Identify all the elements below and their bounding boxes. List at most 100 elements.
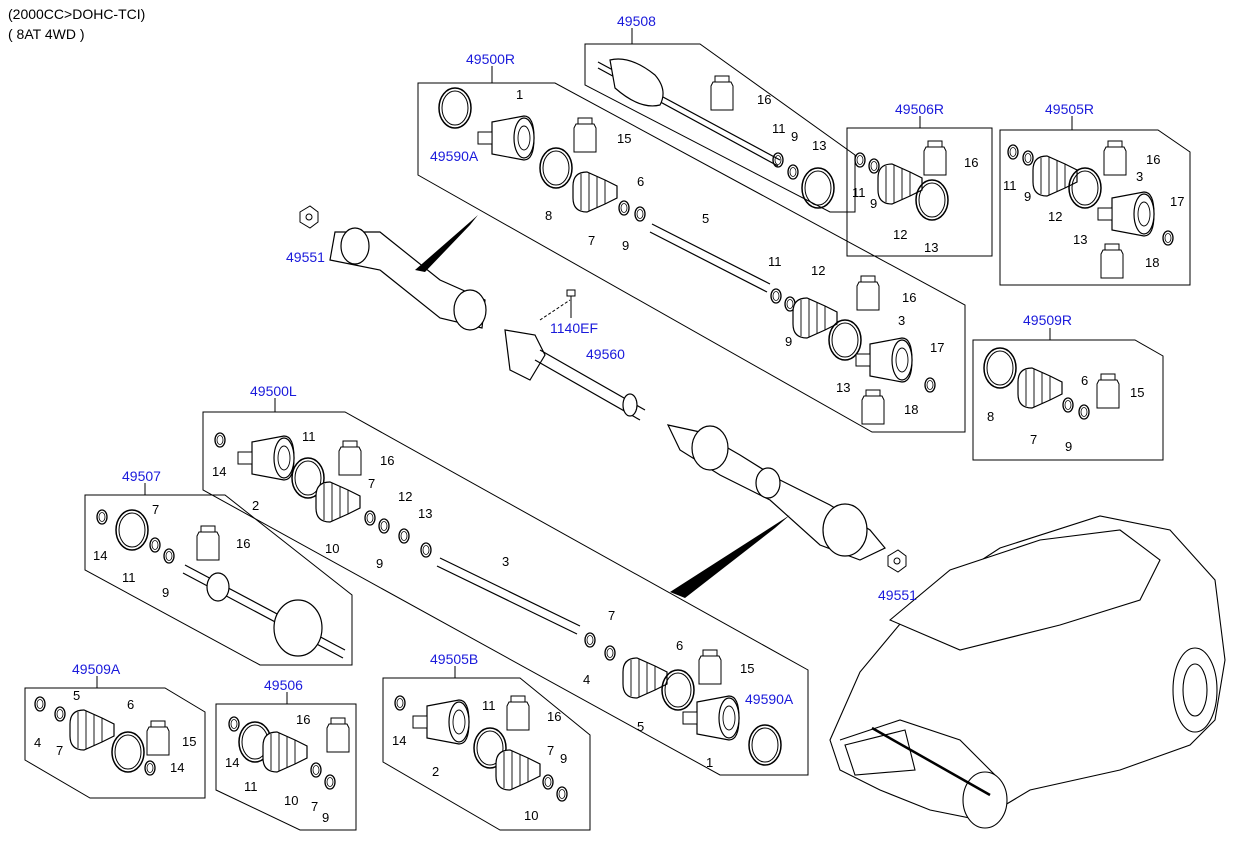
svg-text:12: 12 bbox=[1048, 209, 1062, 224]
svg-text:11: 11 bbox=[482, 698, 496, 713]
code-49500R: 49500R bbox=[466, 51, 515, 67]
parts-49506R bbox=[854, 140, 949, 221]
main-shaft-left bbox=[666, 424, 886, 561]
svg-text:11: 11 bbox=[244, 779, 258, 794]
svg-text:3: 3 bbox=[1136, 169, 1143, 184]
svg-text:10: 10 bbox=[284, 793, 298, 808]
callout-numbers: 16 11 9 13 1 15 8 7 6 9 5 11 12 16 9 3 1… bbox=[34, 87, 1184, 825]
svg-text:9: 9 bbox=[791, 129, 798, 144]
shaft-49507 bbox=[182, 564, 346, 659]
svg-text:11: 11 bbox=[1003, 178, 1017, 193]
parts-49509A bbox=[34, 696, 170, 776]
code-49551-bottom: 49551 bbox=[878, 587, 917, 603]
svg-text:12: 12 bbox=[893, 227, 907, 242]
svg-text:11: 11 bbox=[122, 570, 136, 585]
svg-text:7: 7 bbox=[588, 233, 595, 248]
group-49509R-outline bbox=[972, 328, 1164, 461]
svg-text:9: 9 bbox=[622, 238, 629, 253]
code-49590A-bottom: 49590A bbox=[745, 691, 794, 707]
svg-text:5: 5 bbox=[702, 211, 709, 226]
group-49506-outline bbox=[215, 692, 357, 831]
code-49505B: 49505B bbox=[430, 651, 478, 667]
svg-text:16: 16 bbox=[964, 155, 978, 170]
svg-text:11: 11 bbox=[852, 185, 866, 200]
svg-text:7: 7 bbox=[608, 608, 615, 623]
svg-text:1: 1 bbox=[516, 87, 523, 102]
svg-text:4: 4 bbox=[583, 672, 590, 687]
svg-text:13: 13 bbox=[418, 506, 432, 521]
svg-text:7: 7 bbox=[311, 799, 318, 814]
parts-49509R bbox=[983, 347, 1120, 420]
code-49505R: 49505R bbox=[1045, 101, 1094, 117]
svg-text:6: 6 bbox=[1081, 373, 1088, 388]
bolt-1140EF bbox=[566, 289, 576, 318]
svg-text:10: 10 bbox=[325, 541, 339, 556]
svg-text:2: 2 bbox=[252, 498, 259, 513]
svg-text:13: 13 bbox=[836, 380, 850, 395]
transmission-spec-line: ( 8AT 4WD ) bbox=[8, 26, 85, 42]
leader-wedge-lower bbox=[670, 515, 790, 598]
svg-text:10: 10 bbox=[524, 808, 538, 823]
svg-text:6: 6 bbox=[127, 697, 134, 712]
svg-text:9: 9 bbox=[1024, 189, 1031, 204]
code-49508: 49508 bbox=[617, 13, 656, 29]
code-1140EF: 1140EF bbox=[550, 320, 598, 336]
svg-text:15: 15 bbox=[617, 131, 631, 146]
svg-text:16: 16 bbox=[902, 290, 916, 305]
svg-text:18: 18 bbox=[1145, 255, 1159, 270]
group-49505B-outline bbox=[382, 666, 591, 831]
svg-text:14: 14 bbox=[93, 548, 107, 563]
svg-text:16: 16 bbox=[236, 536, 250, 551]
svg-text:7: 7 bbox=[56, 743, 63, 758]
group-49505R-outline bbox=[999, 116, 1191, 286]
intermediate-shaft-49560 bbox=[504, 329, 646, 421]
code-49509A: 49509A bbox=[72, 661, 121, 677]
svg-text:4: 4 bbox=[34, 735, 41, 750]
code-49560: 49560 bbox=[586, 346, 625, 362]
svg-text:6: 6 bbox=[637, 174, 644, 189]
svg-text:7: 7 bbox=[152, 502, 159, 517]
svg-text:11: 11 bbox=[302, 429, 316, 444]
svg-text:3: 3 bbox=[898, 313, 905, 328]
svg-text:9: 9 bbox=[322, 810, 329, 825]
code-49551-top: 49551 bbox=[286, 249, 325, 265]
engine-spec-line: (2000CC>DOHC-TCI) bbox=[8, 6, 146, 22]
dashed-leader bbox=[539, 299, 571, 321]
svg-text:3: 3 bbox=[502, 554, 509, 569]
main-shaft-right bbox=[329, 227, 487, 331]
vehicle-illustration bbox=[829, 515, 1226, 829]
svg-text:12: 12 bbox=[398, 489, 412, 504]
code-49506: 49506 bbox=[264, 677, 303, 693]
nut-49551-bottom bbox=[887, 549, 907, 573]
svg-text:6: 6 bbox=[676, 638, 683, 653]
shaft-3-left bbox=[436, 557, 581, 635]
svg-text:9: 9 bbox=[560, 751, 567, 766]
svg-text:8: 8 bbox=[545, 208, 552, 223]
code-49507: 49507 bbox=[122, 468, 161, 484]
svg-text:9: 9 bbox=[162, 585, 169, 600]
svg-text:13: 13 bbox=[1073, 232, 1087, 247]
shaft-49508 bbox=[597, 58, 781, 167]
svg-text:7: 7 bbox=[547, 743, 554, 758]
group-49509A-outline bbox=[24, 676, 206, 799]
svg-text:14: 14 bbox=[212, 464, 226, 479]
nut-49551-top bbox=[299, 205, 319, 229]
group-49507-outline bbox=[84, 483, 353, 666]
svg-text:17: 17 bbox=[930, 340, 944, 355]
group-49500L-outline bbox=[202, 398, 809, 776]
code-49590A-top: 49590A bbox=[430, 148, 479, 164]
svg-text:7: 7 bbox=[1030, 432, 1037, 447]
svg-text:15: 15 bbox=[740, 661, 754, 676]
svg-text:5: 5 bbox=[73, 688, 80, 703]
svg-text:9: 9 bbox=[376, 556, 383, 571]
svg-text:15: 15 bbox=[182, 734, 196, 749]
svg-text:11: 11 bbox=[768, 254, 782, 269]
leader-wedge-upper bbox=[415, 215, 478, 272]
svg-text:13: 13 bbox=[924, 240, 938, 255]
svg-text:18: 18 bbox=[904, 402, 918, 417]
svg-text:14: 14 bbox=[170, 760, 184, 775]
svg-text:16: 16 bbox=[757, 92, 771, 107]
svg-text:13: 13 bbox=[812, 138, 826, 153]
